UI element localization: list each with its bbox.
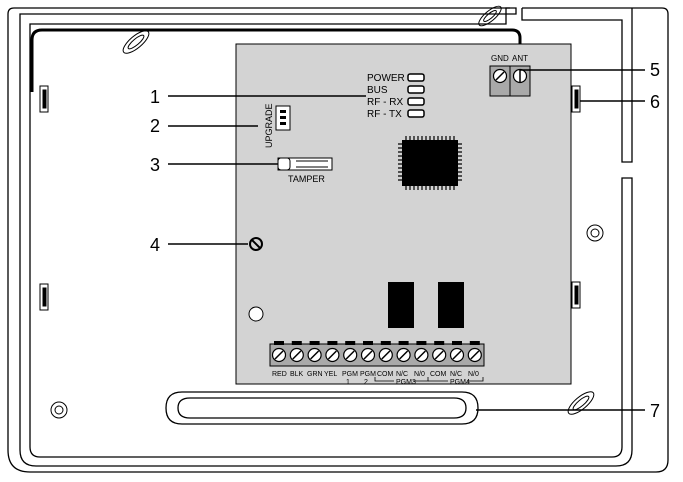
relay-2 [438,282,464,328]
upgrade-label: UPGRADE [264,103,274,148]
terminal-screw [432,341,447,363]
led-label-rf-tx: RF - TX [367,109,402,120]
microcontroller-chip [398,136,462,190]
antenna-terminal [489,65,531,97]
cable-slot [165,391,479,425]
relay-1 [388,282,414,328]
callout-number: 1 [150,87,160,107]
gnd-label: GND [491,54,509,63]
terminal-screws [271,341,482,363]
terminal-strip [269,343,485,367]
callout-number: 3 [150,155,160,175]
mounting-hole [248,306,264,322]
callout-4: 4 [150,235,248,255]
callout-2: 2 [150,116,258,136]
terminal-screw [378,341,393,363]
terminal-sublabel: 1 [346,379,350,386]
led-power [407,73,425,82]
led-rf-rx [407,97,425,106]
terminal-label: BLK [290,371,304,378]
terminal-screw [307,341,322,363]
enclosure [7,7,669,473]
terminal-screw [449,341,465,363]
terminal-screw [396,341,411,363]
antenna-wire [30,28,522,92]
terminal-label: N/0 [468,371,479,378]
terminal-labels: RED BLK GRN YEL PGM PGM COM N/C N/0 COM … [272,371,479,386]
screw-bosses [50,5,604,419]
side-clips [39,85,581,311]
terminal-label: PGM [360,371,376,378]
tamper-switch [277,157,333,171]
led-bus [407,85,425,94]
terminal-label: N/C [450,371,462,378]
group-label-pgm3: PGM3 [396,379,416,386]
callout-number: 6 [650,92,660,112]
terminal-label: YEL [324,371,337,378]
callout-number: 4 [150,235,160,255]
callout-number: 5 [650,60,660,80]
terminal-label: N/C [396,371,408,378]
terminal-label: RED [272,371,287,378]
terminal-sublabel: 2 [364,379,368,386]
led-rf-tx [407,109,425,118]
terminal-screw [414,341,429,363]
callout-number: 2 [150,116,160,136]
ant-label: ANT [512,54,528,63]
group-label-pgm4: PGM4 [450,379,470,386]
led-label-rf-rx: RF - RX [367,97,403,108]
board-screw [249,237,263,251]
callout-1: 1 [150,87,366,107]
led-label-power: POWER [367,73,405,84]
terminal-screw [343,341,358,363]
terminal-screw [467,341,482,363]
callout-number: 7 [650,401,660,421]
group-brackets [374,377,484,382]
terminal-label: PGM [342,371,358,378]
terminal-screw [360,341,376,363]
led-indicators: POWER BUS RF - RX RF - TX [367,73,425,120]
terminal-screw [289,341,304,363]
callout-6: 6 [580,92,660,112]
terminal-screw [271,341,287,363]
upgrade-connector [275,105,291,131]
terminal-label: COM [377,371,394,378]
terminal-label: COM [430,371,447,378]
terminal-label: GRN [307,371,323,378]
led-label-bus: BUS [367,85,388,96]
terminal-label: N/0 [414,371,425,378]
callout-3: 3 [150,155,278,175]
tamper-label: TAMPER [288,174,325,184]
callout-5: 5 [520,60,660,80]
callout-7: 7 [476,401,660,421]
terminal-screw [325,341,340,363]
